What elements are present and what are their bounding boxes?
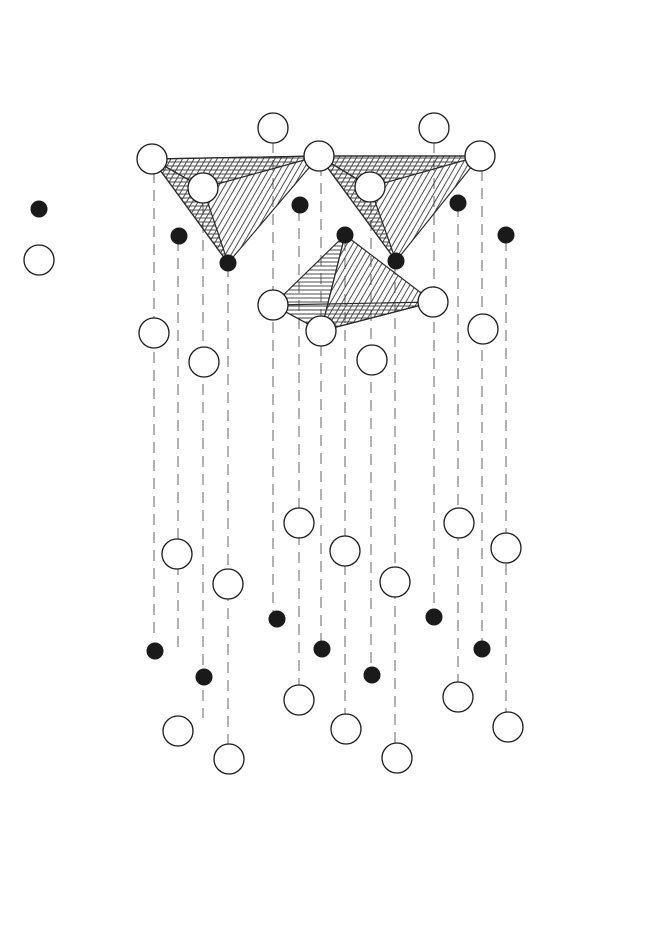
open-atom	[212, 568, 244, 600]
atoms-layer	[136, 112, 524, 775]
open-atom	[257, 289, 289, 321]
filled-atom	[387, 252, 405, 270]
open-atom	[490, 532, 522, 564]
open-atom	[418, 112, 450, 144]
filled-atom	[219, 254, 237, 272]
filled-atom	[313, 640, 331, 658]
open-atom	[381, 742, 413, 774]
open-atom	[305, 315, 337, 347]
filled-atom	[170, 227, 188, 245]
open-atom	[138, 317, 170, 349]
tetrahedron-right-face-3	[318, 155, 397, 262]
open-atom	[303, 140, 335, 172]
open-atom	[330, 713, 362, 745]
filled-atom	[195, 668, 213, 686]
filled-atom	[473, 640, 491, 658]
open-atom	[188, 346, 220, 378]
open-atom	[136, 143, 168, 175]
legend-filled-atom	[30, 200, 48, 218]
filled-atom	[497, 226, 515, 244]
filled-atom	[363, 666, 381, 684]
open-atom	[354, 171, 386, 203]
open-atom	[257, 112, 289, 144]
filled-atom	[268, 610, 286, 628]
coordination-polyhedra	[151, 155, 481, 332]
filled-atom	[336, 226, 354, 244]
legend	[23, 200, 55, 276]
open-atom	[187, 172, 219, 204]
legend-open-atom	[23, 244, 55, 276]
tetrahedron-left-face-3	[151, 158, 229, 264]
filled-atom	[146, 642, 164, 660]
open-atom	[464, 140, 496, 172]
open-atom	[213, 743, 245, 775]
open-atom	[356, 344, 388, 376]
filled-atom	[449, 194, 467, 212]
tetrahedron-center-face-3	[272, 301, 434, 332]
open-atom	[442, 681, 474, 713]
open-atom	[161, 538, 193, 570]
open-atom	[443, 507, 475, 539]
open-atom	[283, 684, 315, 716]
open-atom	[162, 715, 194, 747]
open-atom	[417, 286, 449, 318]
tetrahedron-center	[272, 234, 434, 332]
open-atom	[379, 566, 411, 598]
open-atom	[283, 507, 315, 539]
filled-atom	[425, 608, 443, 626]
filled-atom	[291, 196, 309, 214]
open-atom	[467, 313, 499, 345]
open-atom	[492, 711, 524, 743]
open-atom	[329, 535, 361, 567]
